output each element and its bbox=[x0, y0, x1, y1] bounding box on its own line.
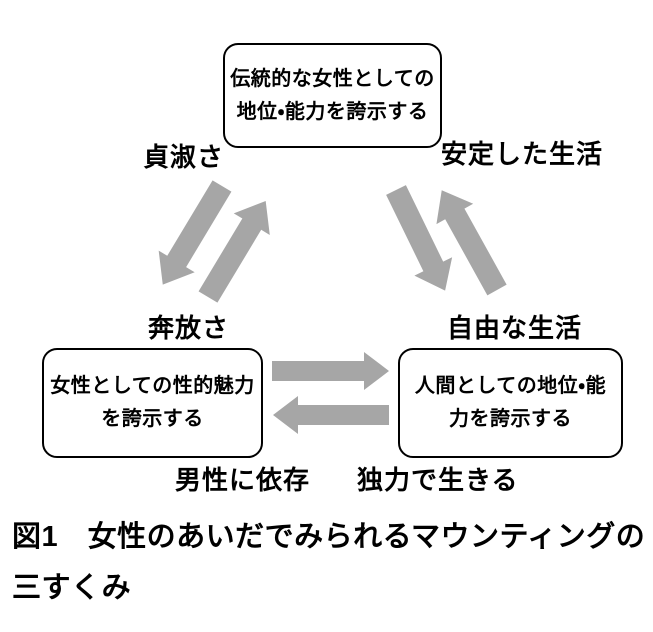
edge-label-free-life: 自由な生活 bbox=[447, 313, 583, 343]
edge-label-chastity: 貞淑さ bbox=[143, 142, 225, 172]
figure-caption-line: 三すくみ bbox=[12, 572, 132, 604]
arrow-top-to-bottom-left-icon bbox=[158, 180, 232, 285]
node-traditional-female-status: 伝統的な女性としての 地位・能力を誇示する bbox=[223, 43, 442, 148]
node-text-line: 地位・能力を誇示する bbox=[236, 100, 429, 123]
node-text-line: 人間としての地位・能 bbox=[414, 375, 607, 397]
arrow-top-to-bottom-right-icon bbox=[386, 185, 453, 291]
node-text-line: を誇示する bbox=[101, 408, 204, 430]
figure-caption: 図1 女性のあいだでみられるマウンティングの 三すくみ bbox=[12, 512, 648, 614]
edge-label-stable-life: 安定した生活 bbox=[441, 139, 604, 169]
arrow-bottom-right-to-top-icon bbox=[436, 190, 507, 296]
node-text-line: 力を誇示する bbox=[449, 408, 572, 430]
edge-label-live-independently: 独力で生きる bbox=[357, 465, 519, 495]
node-text-line: 女性としての性的魅力 bbox=[50, 375, 255, 397]
edge-label-depend-on-men: 男性に依存 bbox=[175, 465, 311, 495]
arrow-right-to-left-icon bbox=[273, 396, 389, 434]
node-text-line: 伝統的な女性としての bbox=[230, 67, 435, 90]
node-human-status: 人間としての地位・能 力を誇示する bbox=[398, 348, 623, 458]
arrow-bottom-left-to-top-icon bbox=[198, 200, 270, 303]
edge-label-wildness: 奔放さ bbox=[148, 313, 230, 343]
node-female-sexual-appeal: 女性としての性的魅力 を誇示する bbox=[42, 348, 263, 458]
figure-caption-line: 図1 女性のあいだでみられるマウンティングの bbox=[12, 521, 646, 553]
arrow-left-to-right-icon bbox=[272, 352, 389, 390]
